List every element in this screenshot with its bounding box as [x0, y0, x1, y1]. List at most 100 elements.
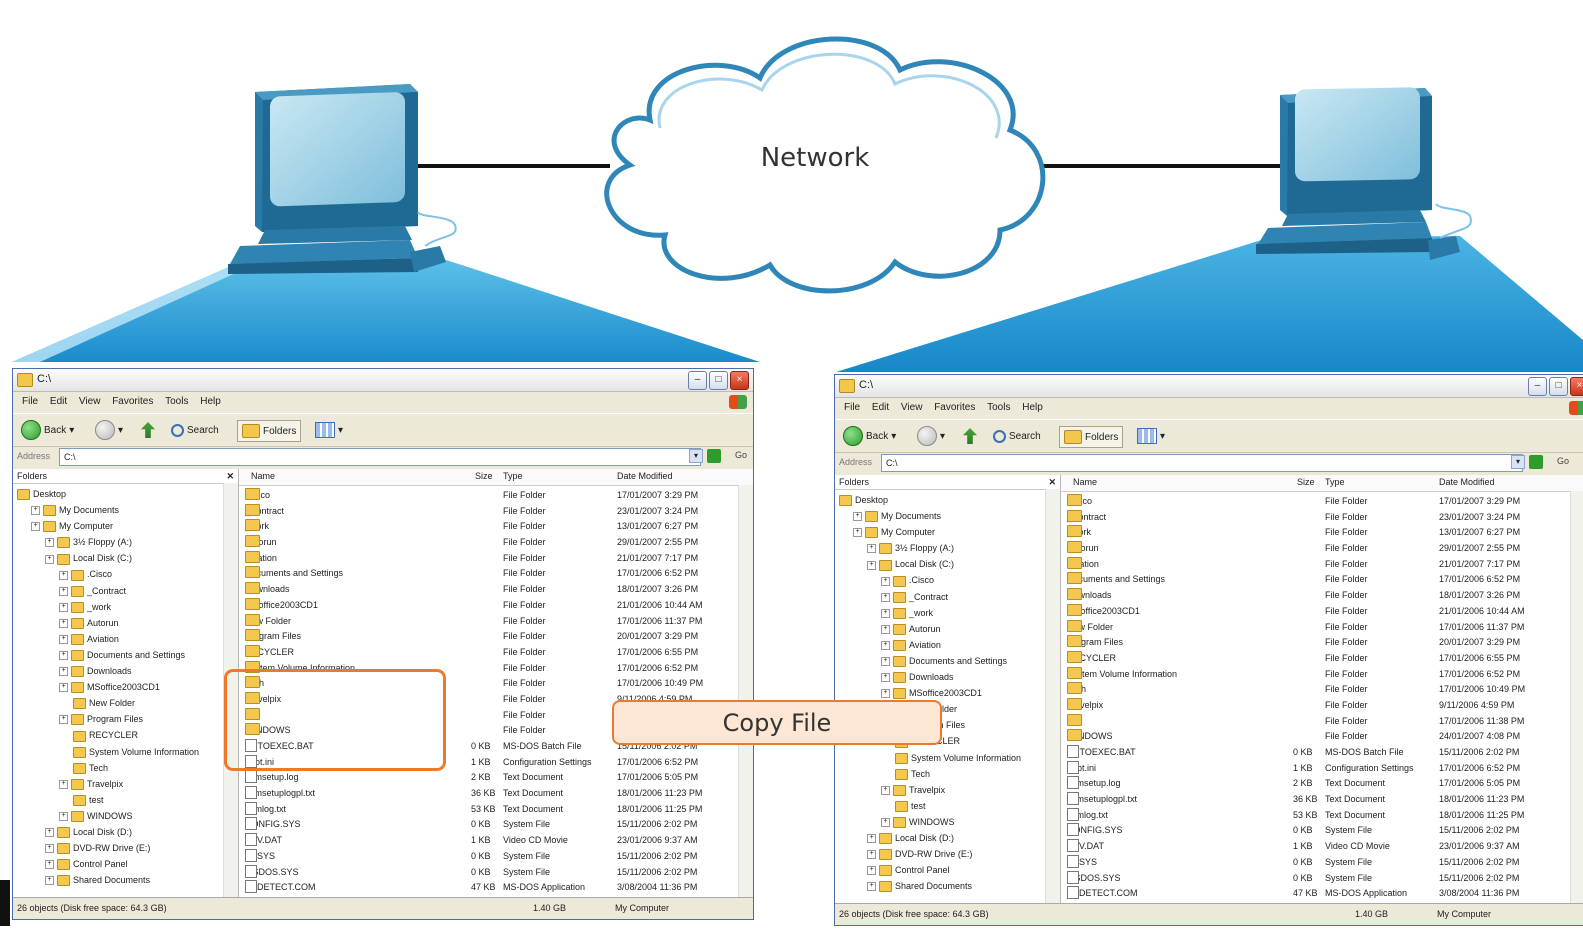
forward-dropdown-icon[interactable]: ▾	[940, 430, 946, 442]
address-dropdown-icon[interactable]: ▾	[1511, 455, 1525, 469]
views-dropdown-icon[interactable]: ▾	[338, 424, 344, 436]
tree-item[interactable]: +Local Disk (C:)	[13, 550, 238, 566]
go-label[interactable]: Go	[734, 450, 747, 460]
tree-item[interactable]: +Local Disk (C:)	[835, 556, 1060, 572]
tree-item[interactable]: +Local Disk (D:)	[13, 824, 238, 840]
menu-file[interactable]: File	[844, 402, 861, 413]
close-button[interactable]: ×	[1570, 377, 1583, 396]
tree-item[interactable]: test	[13, 792, 238, 808]
tree-item[interactable]: +MSoffice2003CD1	[835, 685, 1060, 701]
expand-icon[interactable]: +	[45, 876, 54, 886]
tree-item[interactable]: +Program Files	[13, 711, 238, 727]
expand-icon[interactable]: +	[867, 850, 876, 860]
address-input[interactable]: C:\	[881, 454, 1523, 472]
tree-item[interactable]: +3½ Floppy (A:)	[835, 540, 1060, 556]
tree-item[interactable]: +Aviation	[13, 631, 238, 647]
list-scrollbar[interactable]	[1570, 491, 1583, 903]
tree-scrollbar[interactable]	[1045, 489, 1060, 903]
expand-icon[interactable]: +	[59, 586, 68, 596]
up-button[interactable]	[141, 420, 155, 440]
views-button[interactable]: ▾	[315, 420, 343, 440]
column-name[interactable]: Name	[1073, 477, 1098, 487]
tree-item[interactable]: +My Documents	[835, 508, 1060, 524]
tree-item[interactable]: +WINDOWS	[13, 808, 238, 824]
expand-icon[interactable]: +	[881, 608, 890, 618]
menu-view[interactable]: View	[900, 402, 923, 413]
expand-icon[interactable]: +	[59, 779, 68, 789]
address-dropdown-icon[interactable]: ▾	[689, 449, 703, 463]
expand-icon[interactable]: +	[853, 512, 862, 522]
menu-help[interactable]: Help	[1022, 402, 1043, 413]
tree-item[interactable]: +Local Disk (D:)	[835, 830, 1060, 846]
expand-icon[interactable]: +	[59, 602, 68, 612]
expand-icon[interactable]: +	[881, 785, 890, 795]
close-pane-icon[interactable]: ✕	[1048, 477, 1056, 487]
column-type[interactable]: Type	[503, 471, 523, 481]
column-name[interactable]: Name	[251, 471, 276, 481]
minimize-button[interactable]: –	[688, 371, 707, 390]
tree-item[interactable]: +Shared Documents	[13, 872, 238, 888]
menu-tools[interactable]: Tools	[987, 402, 1011, 413]
tree-item[interactable]: +Control Panel	[835, 862, 1060, 878]
tree-item[interactable]: +Downloads	[13, 663, 238, 679]
back-button[interactable]: Back ▾	[21, 420, 74, 440]
menu-help[interactable]: Help	[200, 396, 221, 407]
menu-edit[interactable]: Edit	[871, 402, 890, 413]
tree-item[interactable]: test	[835, 798, 1060, 814]
tree-item[interactable]: New Folder	[13, 695, 238, 711]
tree-item[interactable]: System Volume Information	[835, 750, 1060, 766]
tree-item[interactable]: +Downloads	[835, 669, 1060, 685]
tree-item[interactable]: +My Documents	[13, 502, 238, 518]
expand-icon[interactable]: +	[881, 673, 890, 683]
search-button[interactable]: Search	[993, 426, 1041, 446]
back-button[interactable]: Back ▾	[843, 426, 896, 446]
tree-item[interactable]: +Travelpix	[13, 776, 238, 792]
folders-button[interactable]: Folders	[1059, 426, 1124, 448]
tree-item[interactable]: +Autorun	[835, 621, 1060, 637]
menu-edit[interactable]: Edit	[49, 396, 68, 407]
back-dropdown-icon[interactable]: ▾	[69, 424, 75, 436]
search-button[interactable]: Search	[171, 420, 219, 440]
menu-favorites[interactable]: Favorites	[934, 402, 976, 413]
tree-item[interactable]: +MSoffice2003CD1	[13, 679, 238, 695]
tree-item[interactable]: +Shared Documents	[835, 878, 1060, 894]
expand-icon[interactable]: +	[867, 834, 876, 844]
expand-icon[interactable]: +	[31, 522, 40, 532]
tree-item[interactable]: +DVD-RW Drive (E:)	[13, 840, 238, 856]
close-pane-icon[interactable]: ✕	[226, 471, 234, 481]
tree-item[interactable]: +Autorun	[13, 615, 238, 631]
tree-scrollbar[interactable]	[223, 483, 238, 897]
expand-icon[interactable]: +	[881, 657, 890, 667]
tree-item[interactable]: +.Cisco	[835, 572, 1060, 588]
expand-icon[interactable]: +	[853, 528, 862, 538]
expand-icon[interactable]: +	[867, 866, 876, 876]
expand-icon[interactable]: +	[881, 576, 890, 586]
